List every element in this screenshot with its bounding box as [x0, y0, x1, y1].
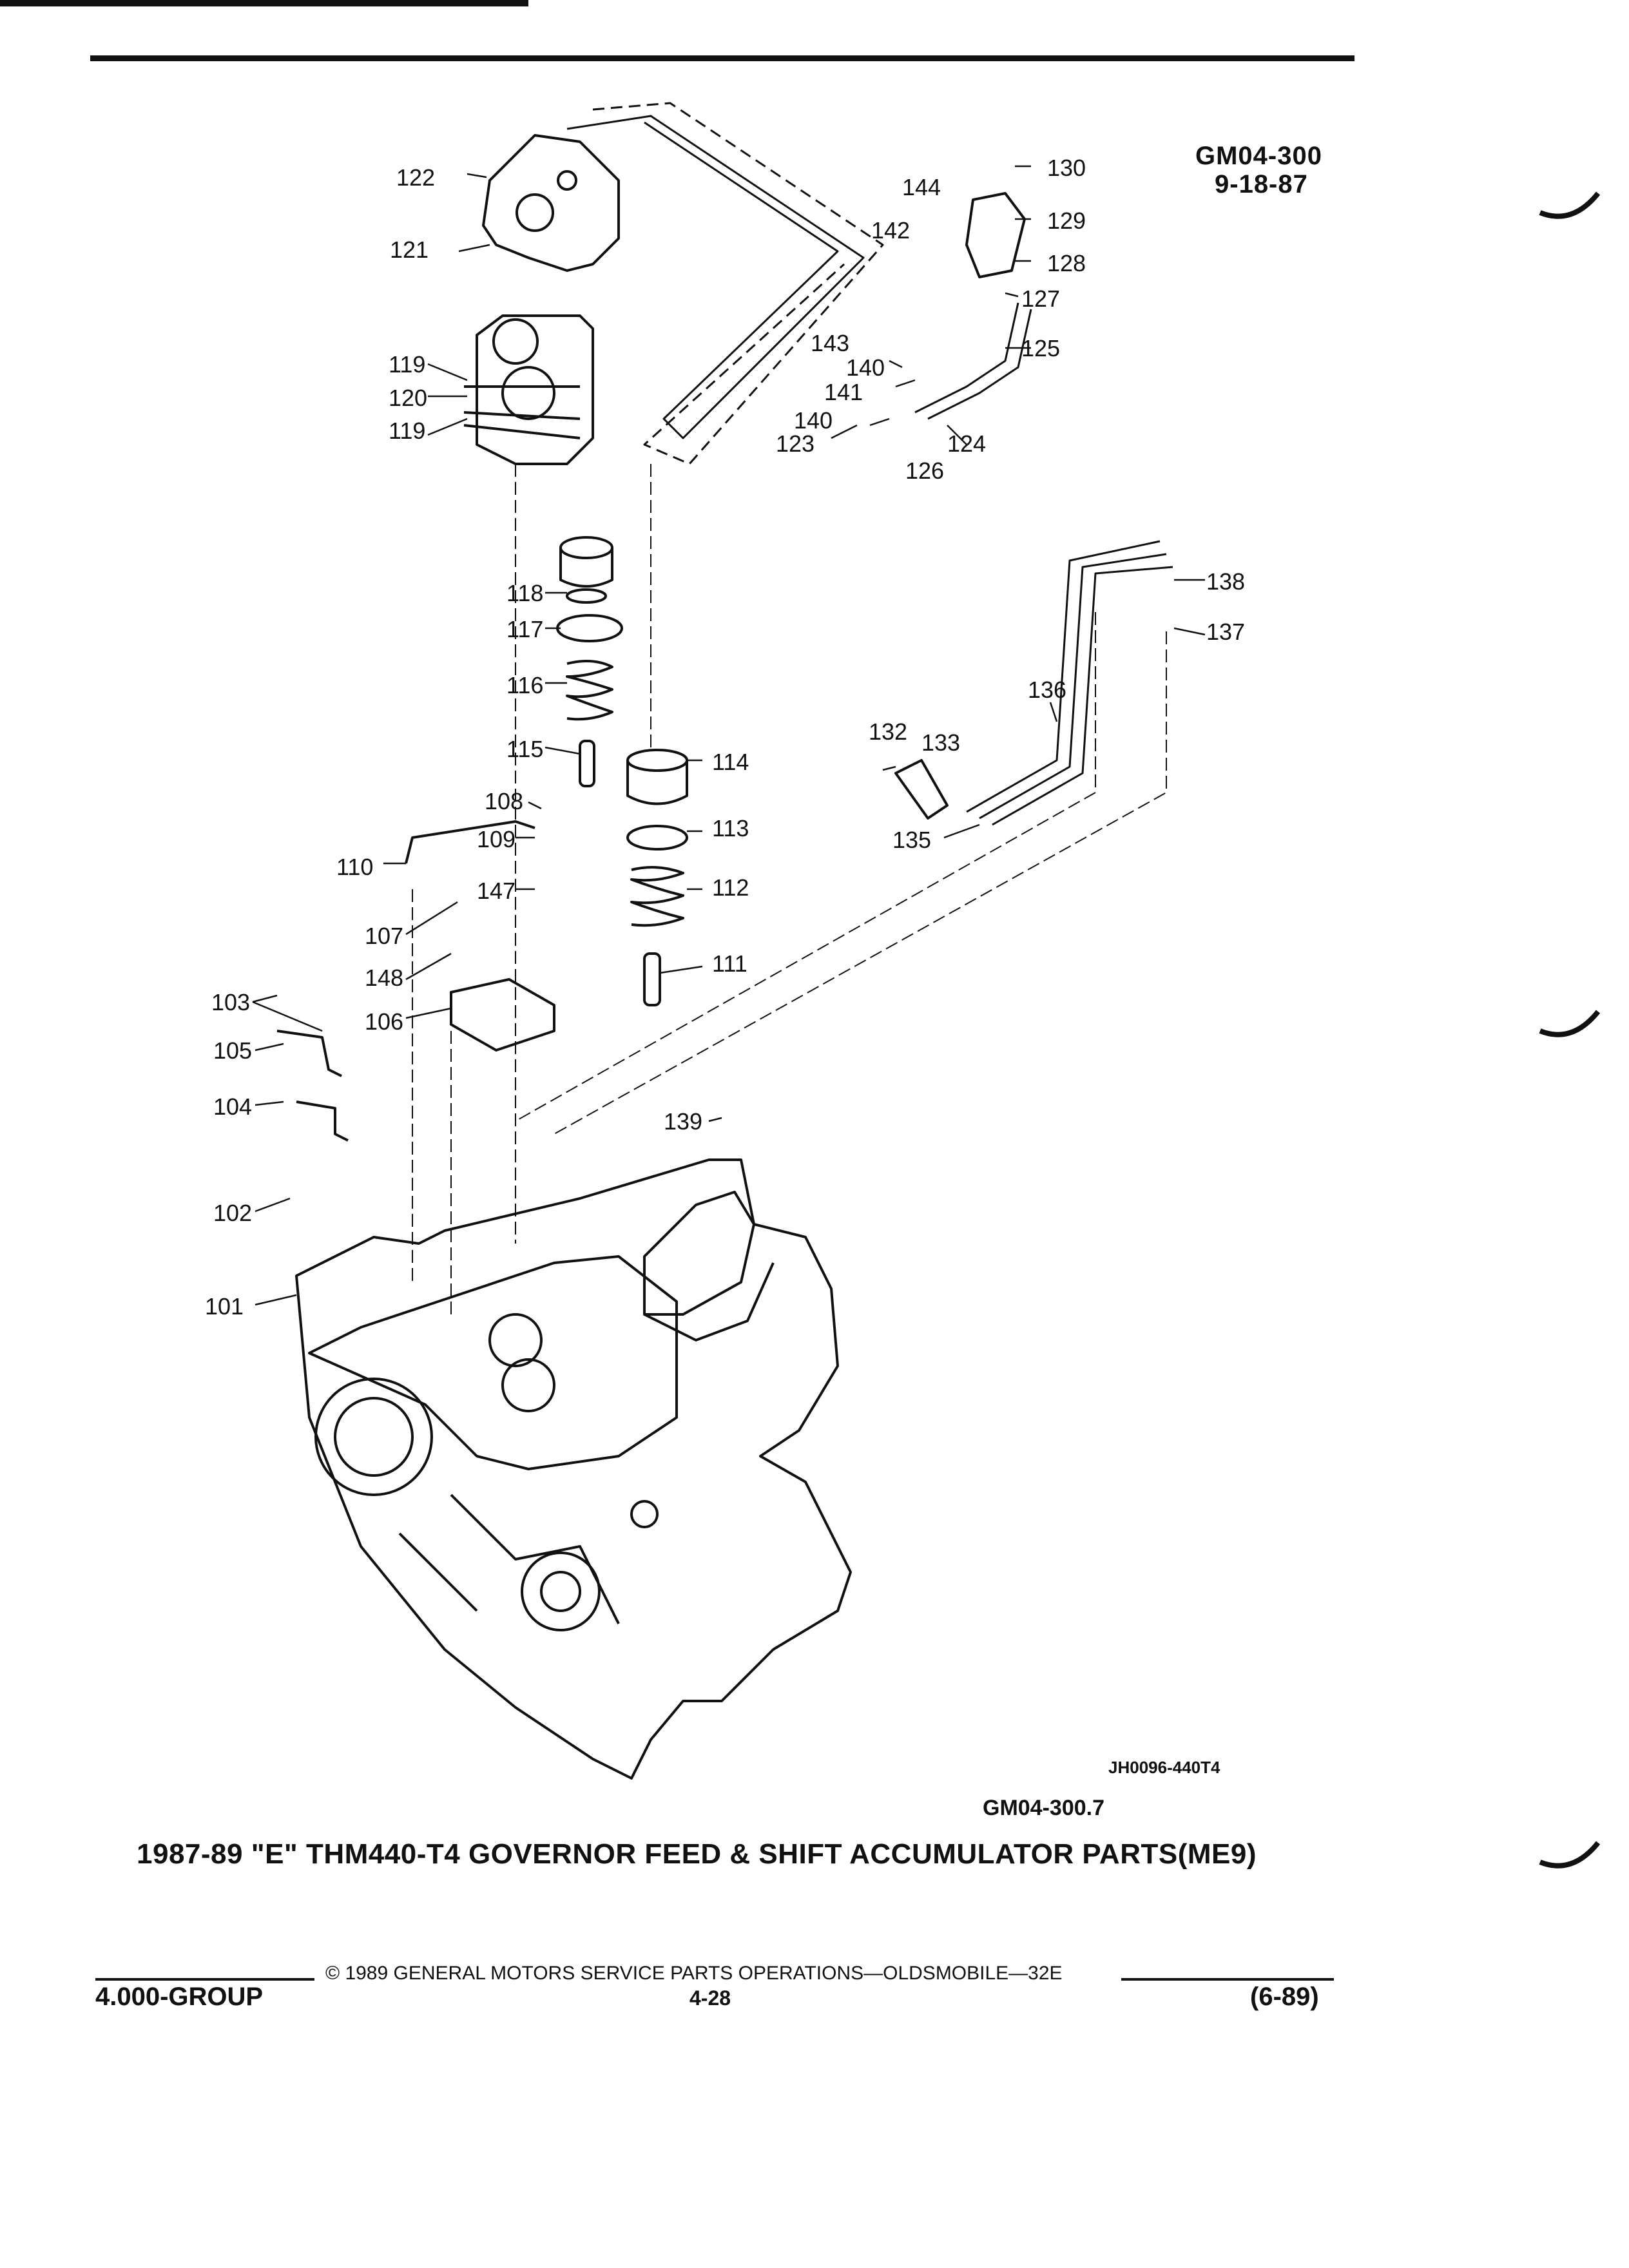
part-callout-143: 143 — [811, 330, 850, 356]
footer-group: 4.000-GROUP — [95, 1983, 264, 2011]
part-callout-119-top: 119 — [389, 351, 426, 378]
part-callout-136: 136 — [1028, 677, 1067, 703]
part-callout-108: 108 — [485, 788, 524, 814]
part-callout-102: 102 — [213, 1200, 253, 1226]
part-callout-121: 121 — [390, 236, 429, 263]
part-callout-110: 110 — [336, 854, 374, 880]
part-callout-141: 141 — [824, 379, 863, 405]
part-callout-142: 142 — [871, 217, 911, 244]
part-callout-138: 138 — [1206, 568, 1246, 595]
part-callout-107: 107 — [365, 923, 404, 949]
part-callout-104: 104 — [213, 1093, 253, 1120]
ref-code: GM04-300 — [1195, 142, 1322, 170]
part-callout-112: 112 — [712, 874, 749, 901]
part-callout-123: 123 — [776, 430, 815, 457]
footer-page: 4-28 — [689, 1986, 731, 2010]
part-callout-111: 111 — [712, 950, 747, 977]
part-callout-103: 103 — [211, 989, 251, 1015]
part-callout-132: 132 — [869, 718, 908, 745]
part-callout-118: 118 — [506, 580, 544, 606]
part-callout-147: 147 — [477, 878, 516, 904]
part-callout-113: 113 — [712, 815, 749, 841]
part-callout-122: 122 — [396, 164, 436, 191]
footer-rule-left — [95, 1978, 314, 1981]
part-callout-124: 124 — [947, 430, 987, 457]
part-callout-125: 125 — [1021, 335, 1061, 361]
part-callout-140-top: 140 — [846, 354, 885, 381]
part-callout-144: 144 — [902, 174, 941, 200]
footer-copyright: © 1989 GENERAL MOTORS SERVICE PARTS OPER… — [325, 1963, 1063, 1984]
footer-revision: (6-89) — [1250, 1983, 1319, 2011]
top-edge-rule — [0, 0, 528, 6]
part-callout-148: 148 — [365, 965, 404, 991]
part-callout-135: 135 — [892, 827, 932, 853]
part-callout-115: 115 — [506, 736, 544, 762]
binder-marks — [1539, 191, 1601, 1869]
part-callout-109: 109 — [477, 826, 516, 852]
part-callout-129: 129 — [1047, 207, 1086, 234]
part-callout-140-bottom: 140 — [794, 407, 833, 434]
part-callout-114: 114 — [712, 749, 749, 775]
footer-rule-right — [1121, 1978, 1334, 1981]
page-title: 1987-89 "E" THM440-T4 GOVERNOR FEED & SH… — [137, 1838, 1257, 1870]
figure-ref: GM04-300.7 — [983, 1796, 1104, 1820]
part-callout-133: 133 — [921, 729, 961, 756]
header-rule — [90, 55, 1354, 61]
part-callout-128: 128 — [1047, 250, 1086, 276]
part-callout-106: 106 — [365, 1008, 404, 1035]
figure-code: JH0096-440T4 — [1108, 1758, 1220, 1777]
part-callout-116: 116 — [506, 672, 544, 698]
part-callout-126: 126 — [905, 457, 945, 484]
part-callout-117: 117 — [506, 616, 544, 642]
part-callout-120: 120 — [389, 385, 428, 411]
part-callout-119-bottom: 119 — [389, 418, 426, 444]
part-callout-127: 127 — [1021, 285, 1061, 312]
part-callout-105: 105 — [213, 1037, 253, 1064]
ref-date: 9-18-87 — [1215, 170, 1308, 198]
part-callout-101: 101 — [205, 1293, 244, 1320]
part-callout-130: 130 — [1047, 155, 1086, 181]
part-callout-139: 139 — [664, 1108, 703, 1135]
part-callout-137: 137 — [1206, 619, 1246, 645]
